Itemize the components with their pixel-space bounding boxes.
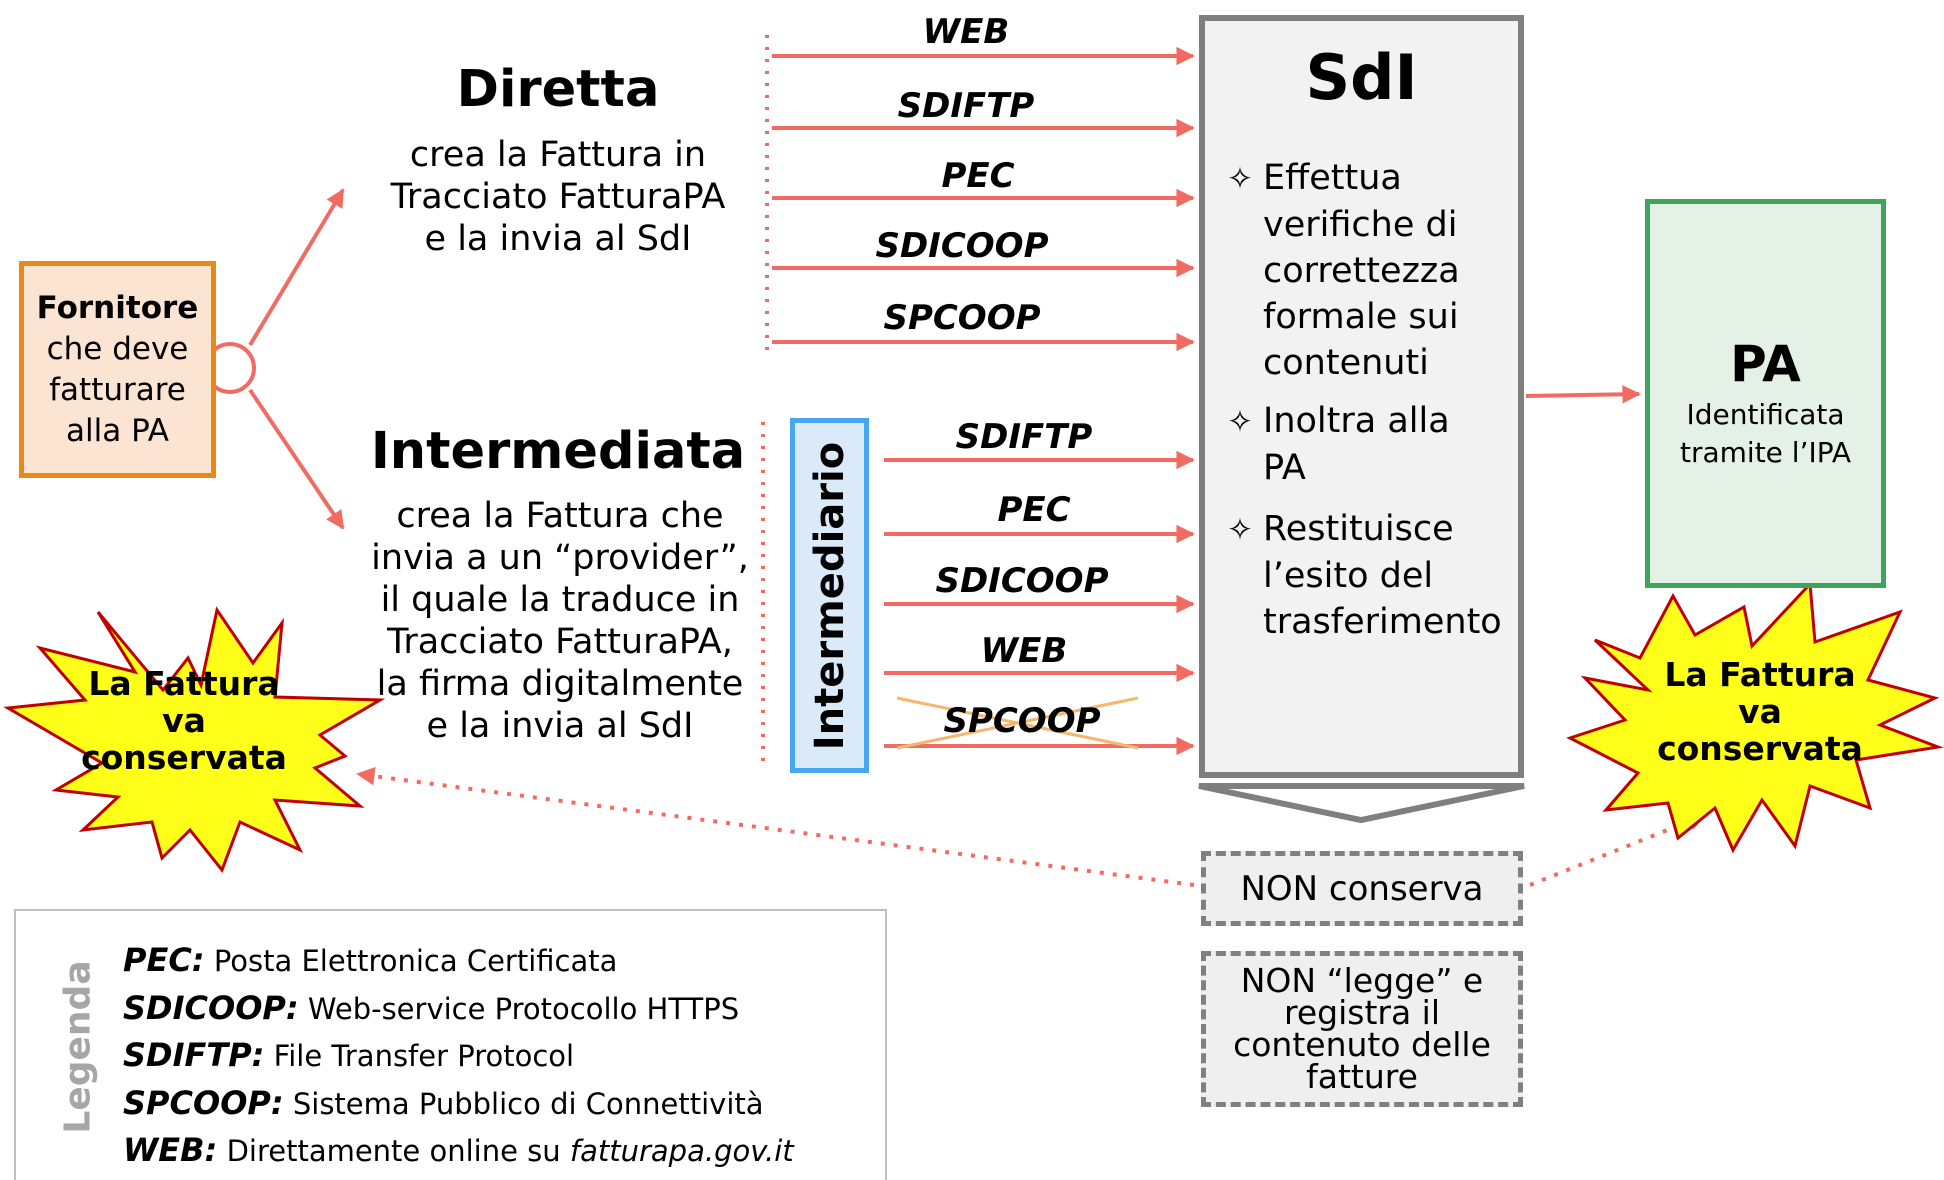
burst-left [3, 606, 386, 873]
inter-channel-pec: PEC [997, 490, 1071, 530]
sdi-item-verifiche: ✧ Effettua verifiche di correttezza forma… [1227, 155, 1460, 386]
legend-item: SDIFTP: File Transfer Protocol [123, 1032, 794, 1080]
legend-item: SDICOOP: Web-service Protocollo HTTPS [123, 985, 794, 1033]
diretta-channel-spcoop: SPCOOP [883, 298, 1041, 338]
intermediata-desc-line: e la invia al SdI [426, 706, 694, 746]
intermediata-description: crea la Fattura che invia a un “provider… [345, 495, 775, 747]
intermediario-box: Intermediario [790, 418, 869, 773]
diretta-arrows [772, 46, 1195, 352]
legend-key: SPCOOP: [123, 1083, 284, 1122]
burst-line: La Fattura [88, 664, 280, 703]
intermediario-label: Intermediario [806, 441, 853, 750]
sdi-item-restituisce: ✧ Restituisce l’esito del trasferimento [1227, 506, 1502, 645]
sparkle-icon: ✧ [1227, 161, 1253, 197]
pa-subtitle-line: tramite l’IPA [1680, 436, 1851, 469]
diretta-channel-web: WEB [922, 12, 1010, 52]
sparkle-icon: ✧ [1227, 512, 1253, 548]
sdi-item-line: contenuti [1263, 343, 1429, 383]
branch-arrow-diretta [248, 188, 345, 347]
sdi-down-chevron [1198, 783, 1525, 824]
intermediata-desc-line: la firma digitalmente [376, 664, 744, 704]
burst-left-text: La Fattura va conservata [64, 665, 304, 776]
legend-text: Sistema Pubblico di Connettività [292, 1086, 764, 1121]
sdi-item-line: Effettua [1263, 158, 1402, 198]
intermediata-arrows [884, 450, 1195, 756]
pa-box: PA Identificata tramite l’IPA [1645, 199, 1886, 588]
sdi-item-line: formale sui [1263, 297, 1459, 337]
fornitore-line: che deve [46, 330, 189, 367]
intermediata-desc-line: invia a un “provider”, [371, 538, 749, 578]
intermediata-desc-line: crea la Fattura che [396, 496, 724, 536]
arrow-sdi-to-pa [1525, 385, 1641, 404]
legend-text: File Transfer Protocol [273, 1039, 575, 1073]
sdi-item-line: verifiche di [1263, 205, 1458, 245]
diretta-description: crea la Fattura in Tracciato FatturaPA e… [358, 134, 758, 260]
sdi-item-line: Restituisce [1263, 509, 1454, 549]
inter-channel-sdicoop: SDICOOP [935, 561, 1109, 601]
legend-box: Legenda PEC: Posta Elettronica Certifica… [14, 909, 887, 1180]
sdi-item-line: PA [1263, 448, 1306, 488]
sdi-item-line: l’esito del [1263, 556, 1434, 596]
sdi-title: SdI [1305, 41, 1418, 114]
inter-channel-web: WEB [980, 631, 1068, 671]
burst-line: va [1738, 692, 1782, 731]
sdi-item-line: trasferimento [1263, 602, 1502, 642]
fornitore-line: fatturare [49, 371, 186, 408]
legend-text: Web-service Protocollo HTTPS [307, 991, 740, 1026]
legend-key: WEB: [123, 1131, 218, 1169]
legend-item: SPCOOP: Sistema Pubblico di Connettività [123, 1080, 794, 1128]
intermediata-desc-line: Tracciato FatturaPA, [387, 622, 733, 662]
burst-right [1566, 580, 1944, 854]
diretta-channel-sdiftp: SDIFTP [897, 86, 1035, 126]
branch-connectors [204, 188, 345, 530]
legend-list: PEC: Posta Elettronica Certificata SDICO… [123, 937, 794, 1175]
diretta-title: Diretta [456, 60, 660, 119]
diretta-channel-pec: PEC [941, 156, 1015, 196]
diretta-desc-line: crea la Fattura in [409, 135, 707, 175]
legend-text: Posta Elettronica Certificata [213, 944, 618, 978]
fornitore-title: Fornitore [36, 289, 199, 326]
fornitore-line: alla PA [66, 412, 169, 449]
fornitore-box: Fornitore che deve fatturare alla PA [19, 261, 216, 478]
non-legge-line: registra il [1283, 993, 1440, 1032]
sdi-box: SdI ✧ Effettua verifiche di correttezza f… [1199, 15, 1524, 778]
pa-subtitle: Identificata tramite l’IPA [1650, 396, 1881, 472]
legend-text: Direttamente online su [226, 1134, 570, 1168]
inter-channel-spcoop-struck: SPCOOP [943, 701, 1101, 741]
non-conserva-box: NON conserva [1201, 851, 1523, 926]
diretta-channel-sdicoop: SDICOOP [875, 226, 1049, 266]
burst-line: conservata [81, 738, 287, 777]
burst-line: va [162, 701, 206, 740]
legend-key: PEC: [123, 941, 205, 979]
burst-line: La Fattura [1664, 655, 1856, 694]
legend-title: Legenda [57, 960, 99, 1134]
diretta-desc-line: Tracciato FatturaPA [390, 177, 726, 217]
non-conserva-label: NON conserva [1240, 868, 1484, 909]
burst-line: conservata [1657, 729, 1863, 768]
legend-key: SDIFTP: [123, 1036, 265, 1074]
sparkle-icon: ✧ [1227, 404, 1253, 440]
intermediata-desc-line: il quale la traduce in [380, 580, 740, 620]
non-legge-line: fatture [1306, 1057, 1418, 1096]
non-legge-line: NON “legge” e [1240, 961, 1484, 1000]
non-legge-box: NON “legge” e registra il contenuto dell… [1201, 951, 1523, 1107]
legend-item: PEC: Posta Elettronica Certificata [123, 937, 794, 985]
legend-key: SDICOOP: [123, 988, 299, 1027]
inter-channel-sdiftp: SDIFTP [955, 417, 1093, 457]
non-legge-line: contenuto delle [1233, 1025, 1491, 1064]
diretta-desc-line: e la invia al SdI [424, 219, 692, 259]
sdi-item-line: Inoltra alla [1263, 401, 1450, 441]
sdi-item-line: correttezza [1263, 251, 1460, 291]
strike-line-2 [896, 696, 1139, 750]
pa-subtitle-line: Identificata [1686, 398, 1845, 431]
legend-item: WEB: Direttamente online su fatturapa.go… [123, 1127, 794, 1175]
sdi-item-inoltra: ✧ Inoltra alla PA [1227, 398, 1450, 491]
burst-right-text: La Fattura va conservata [1640, 656, 1880, 767]
pa-title: PA [1730, 335, 1801, 393]
legend-url: fatturapa.gov.it [569, 1134, 794, 1168]
intermediata-title: Intermediata [370, 422, 746, 481]
branch-arrow-intermediata [248, 388, 345, 530]
dotted-arrow-left [356, 767, 1195, 887]
